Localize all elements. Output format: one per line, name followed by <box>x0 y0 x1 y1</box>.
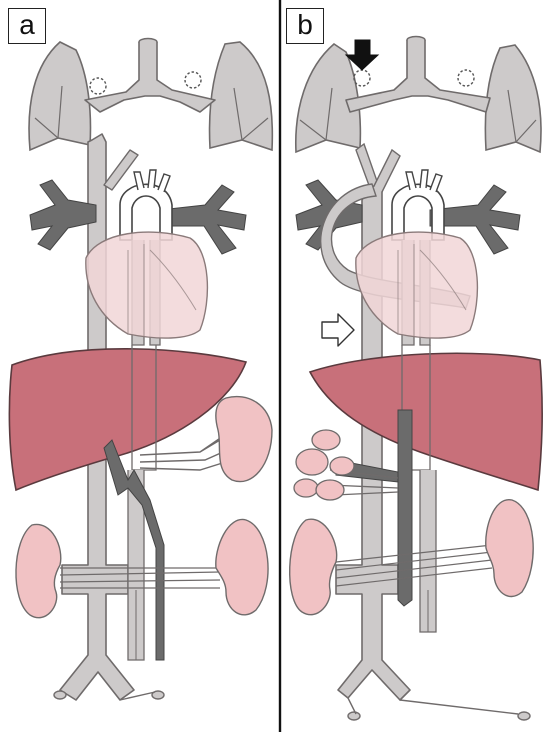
panel-label-b: b <box>286 8 324 44</box>
panel-label-a: a <box>8 8 46 44</box>
panel-b-diagram <box>290 37 543 721</box>
panel-a-diagram <box>9 39 272 701</box>
